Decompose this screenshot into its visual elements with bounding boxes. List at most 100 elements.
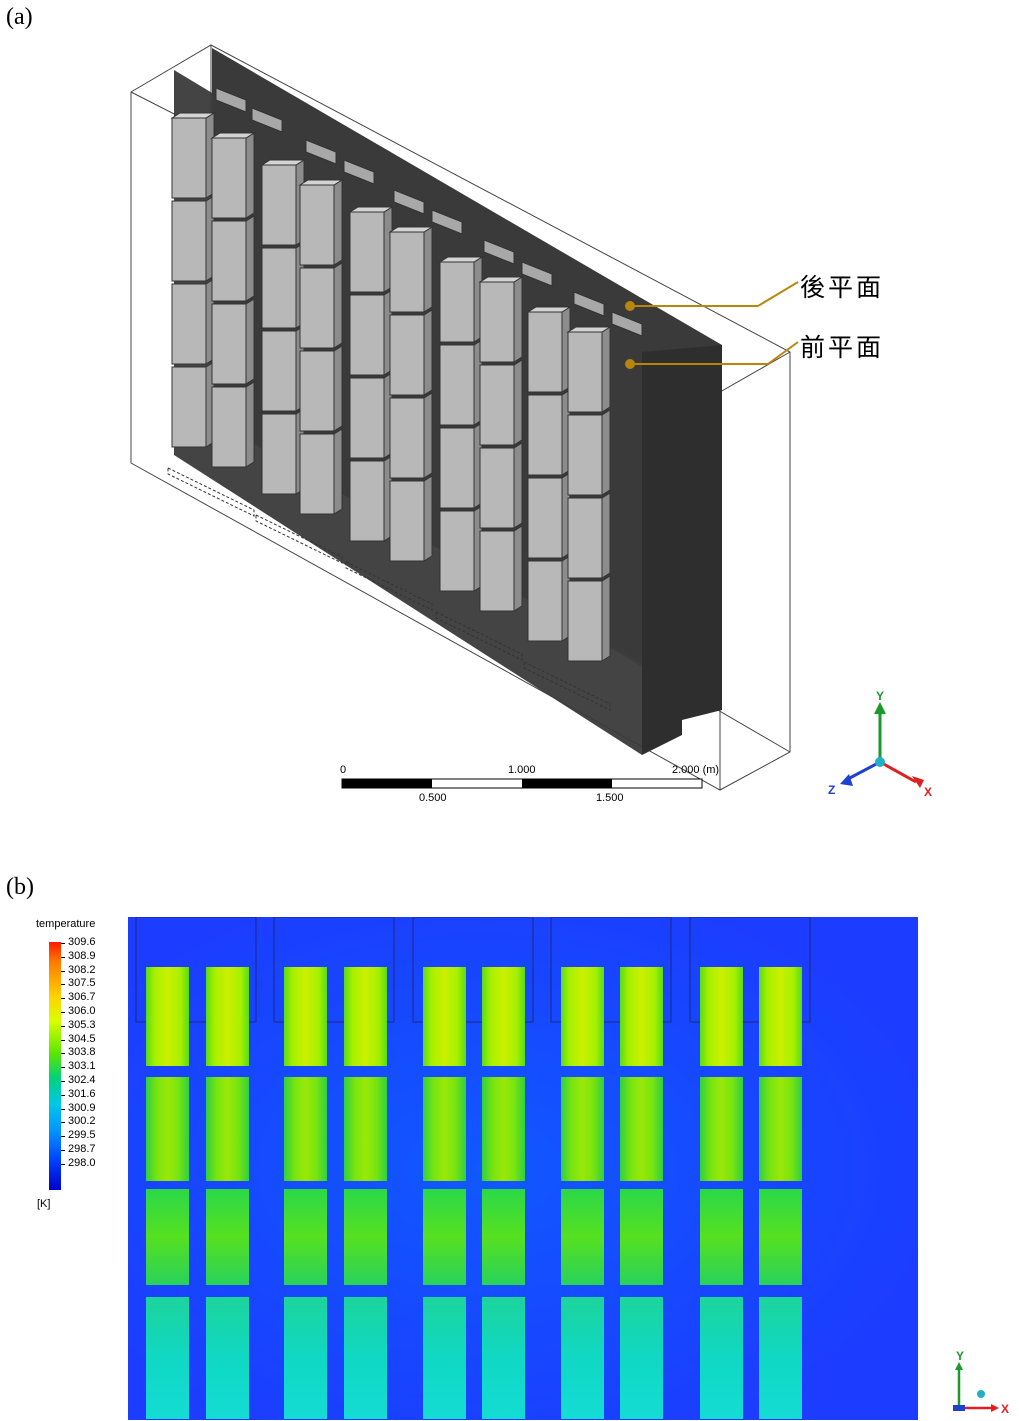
- rack-box-side: [245, 132, 255, 219]
- rack-box-front: [567, 497, 603, 579]
- rack-box-top: [478, 276, 524, 283]
- rack-temperature-cell: [759, 967, 802, 1066]
- rack-temperature-cell: [482, 1077, 525, 1181]
- rack-box-front: [299, 350, 335, 432]
- legend-tick-label: 307.5: [61, 977, 96, 990]
- rack-temperature-cell: [146, 1077, 189, 1181]
- rack-temperature-cell: [423, 967, 466, 1066]
- legend-tick-label: 304.5: [61, 1032, 96, 1045]
- legend-tick-label: 303.1: [61, 1060, 96, 1073]
- rack-temperature-cell: [146, 967, 189, 1066]
- rack-box-front: [171, 200, 207, 282]
- rack-box-side: [513, 359, 523, 446]
- rack-temperature-cell: [146, 1297, 189, 1419]
- legend-tick-label: 308.9: [61, 949, 96, 962]
- domain-edge: [719, 351, 791, 393]
- rack-box-side: [333, 428, 343, 515]
- rack-box-front: [171, 283, 207, 365]
- scale-label-1500: 1.500: [596, 792, 624, 804]
- rack-temperature-cell: [206, 1297, 249, 1419]
- rack-temperature-cell: [344, 967, 387, 1066]
- rack-temperature-cell: [620, 1189, 663, 1285]
- rack-temperature-cell: [561, 1077, 604, 1181]
- rack-temperature-cell: [700, 1189, 743, 1285]
- rack-temperature-cell: [284, 1077, 327, 1181]
- legend-tick-label: 298.7: [61, 1142, 96, 1155]
- panel-b-label: (b): [6, 874, 34, 900]
- rack-temperature-cell: [561, 967, 604, 1066]
- leader-back-dot: [625, 301, 635, 311]
- rack-temperature-cell: [344, 1077, 387, 1181]
- rack-box-top: [566, 326, 612, 333]
- rack-cap: [393, 189, 425, 215]
- rack-temperature-cell: [344, 1297, 387, 1419]
- rack-temperature-cell: [561, 1297, 604, 1419]
- scale-label-2000: 2.000 (m): [672, 764, 719, 776]
- rack-temperature-cell: [700, 1297, 743, 1419]
- legend-tick-label: 308.2: [61, 963, 96, 976]
- rack-box-side: [513, 525, 523, 612]
- rack-box-front: [479, 281, 515, 363]
- rack-cap: [251, 107, 283, 133]
- rack-box-top: [526, 306, 572, 313]
- rack-temperature-cell: [759, 1189, 802, 1285]
- legend-unit: [K]: [37, 1198, 51, 1210]
- legend-tick-label: 303.8: [61, 1046, 96, 1059]
- rack-box-top: [170, 112, 216, 119]
- rack-box-front: [479, 530, 515, 612]
- leader-back: [757, 281, 799, 307]
- rack-temperature-cell: [759, 1297, 802, 1419]
- rack-box-front: [439, 427, 475, 509]
- rack-box-side: [601, 326, 611, 413]
- legend-colorbar: [49, 942, 61, 1190]
- rack-box-top: [348, 206, 394, 213]
- rack-temperature-cell: [482, 967, 525, 1066]
- axis-y-label: Y: [876, 689, 884, 703]
- rack-box-front: [211, 220, 247, 302]
- rack-temperature-cell: [561, 1189, 604, 1285]
- rack-cap: [611, 311, 643, 337]
- axis-triad-3d: Y X Z: [828, 689, 932, 799]
- rack-cap: [431, 209, 463, 235]
- rack-box-side: [601, 575, 611, 662]
- rack-temperature-cell: [284, 967, 327, 1066]
- rack-box-front: [349, 377, 385, 459]
- front-plane-callout: 前平面: [800, 333, 885, 362]
- axis-y-label-2d: Y: [956, 1350, 964, 1363]
- rack-box-front: [171, 117, 207, 199]
- chimney-outline: [273, 917, 395, 1023]
- legend-tick-label: 309.6: [61, 936, 96, 948]
- rack-box-front: [349, 460, 385, 542]
- rack-box-front: [171, 366, 207, 448]
- chimney-outline: [550, 917, 672, 1023]
- rack-box-front: [389, 231, 425, 313]
- rack-cap: [305, 139, 337, 165]
- floor-vent: [167, 467, 255, 517]
- legend-tick-label: 301.6: [61, 1087, 96, 1100]
- rack-cap: [521, 261, 553, 287]
- floor-vent: [255, 514, 343, 564]
- panel-a-label: (a): [6, 4, 33, 30]
- rack-box-front: [261, 413, 297, 495]
- rack-box-front: [567, 331, 603, 413]
- rack-box-front: [349, 211, 385, 293]
- rack-temperature-cell: [206, 1077, 249, 1181]
- rack-box-front: [439, 344, 475, 426]
- rack-cap: [343, 159, 375, 185]
- rack-box-front: [211, 386, 247, 468]
- rack-box-front: [567, 414, 603, 496]
- plane-side: [642, 345, 722, 755]
- rack-box-front: [211, 303, 247, 385]
- leader-front-dot: [625, 359, 635, 369]
- axis-x-label-2d: X: [1001, 1402, 1009, 1416]
- rack-box-front: [527, 477, 563, 559]
- rack-box-side: [245, 381, 255, 468]
- rack-temperature-cell: [284, 1189, 327, 1285]
- rack-box-top: [210, 132, 256, 139]
- axis-triad-2d: Y X: [953, 1350, 1009, 1416]
- rack-box-front: [439, 510, 475, 592]
- rack-temperature-cell: [206, 967, 249, 1066]
- rack-temperature-cell: [482, 1189, 525, 1285]
- rack-box-front: [389, 480, 425, 562]
